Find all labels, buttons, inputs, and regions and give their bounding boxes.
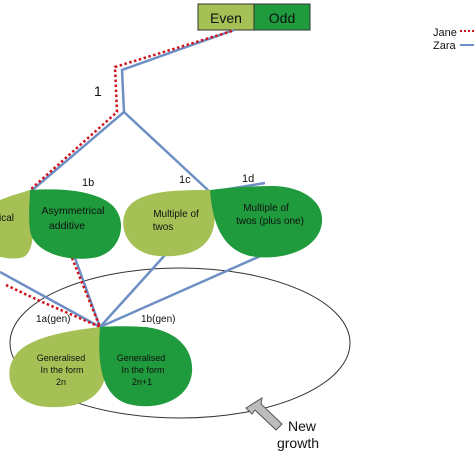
jane-to-gen [70, 257, 102, 328]
leaf-m2p1-line2: twos (plus one) [236, 216, 304, 227]
zara-to-gen-left [0, 270, 101, 329]
leaf-m2p1-line1: Multiple of [243, 203, 289, 214]
legend-jane-label: Jane [433, 27, 457, 39]
label-node-1d: 1d [242, 173, 254, 185]
label-node-1: 1 [94, 83, 102, 99]
leaf-multiple-of-twos [123, 190, 215, 257]
leaf-asym-line2: additive [49, 220, 85, 232]
odd-label: Odd [269, 10, 295, 26]
zara-to-gen-2 [99, 254, 166, 328]
leaf-left-partial-text: ical [0, 213, 14, 224]
new-growth-line1: New [288, 418, 317, 434]
jane-trunk [29, 29, 233, 191]
new-growth-line2: growth [277, 435, 319, 451]
zara-to-gen-3 [99, 252, 266, 329]
leaf-gen2n-line3: 2n [56, 377, 66, 387]
odd-box [253, 3, 311, 31]
leaf-asym-line1: Asymmetrical [41, 205, 104, 217]
jane-left-to-gen [5, 283, 101, 329]
leaf-generalised-2n [9, 327, 107, 408]
leaf-gen2n-line1: Generalised [37, 353, 86, 363]
leaf-left-partial [0, 190, 33, 259]
new-growth-arrow-icon [245, 396, 283, 431]
leaf-multiple-of-twos-plus-one [210, 186, 323, 258]
label-node-1b: 1b [82, 177, 94, 189]
zara-branch-left [29, 111, 125, 193]
even-label: Even [210, 10, 242, 26]
leaf-gen2n-line2: In the form [40, 365, 83, 375]
leaf-generalised-2n-plus-1 [99, 326, 193, 407]
leaf-gen2n1-line2: In the form [121, 365, 164, 375]
zara-trunk [120, 28, 235, 113]
label-node-1c: 1c [179, 174, 191, 186]
legend-zara-label: Zara [433, 40, 457, 52]
zara-path [0, 28, 266, 329]
leaf-gen2n1-line1: Generalised [117, 353, 166, 363]
leaf-gen2n1-line3: 2n+1 [132, 377, 152, 387]
jane-path [5, 29, 233, 329]
leaf-asymmetrical-additive [29, 189, 122, 259]
leaf-m2-line1: Multiple of [153, 209, 199, 220]
label-node-1a-gen: 1a(gen) [36, 314, 70, 325]
zara-branch-right [123, 111, 211, 193]
even-box [197, 3, 255, 31]
label-node-1b-gen: 1b(gen) [141, 314, 175, 325]
new-growth-ellipse [9, 267, 351, 419]
leaf-m2-line2: twos [153, 222, 174, 233]
